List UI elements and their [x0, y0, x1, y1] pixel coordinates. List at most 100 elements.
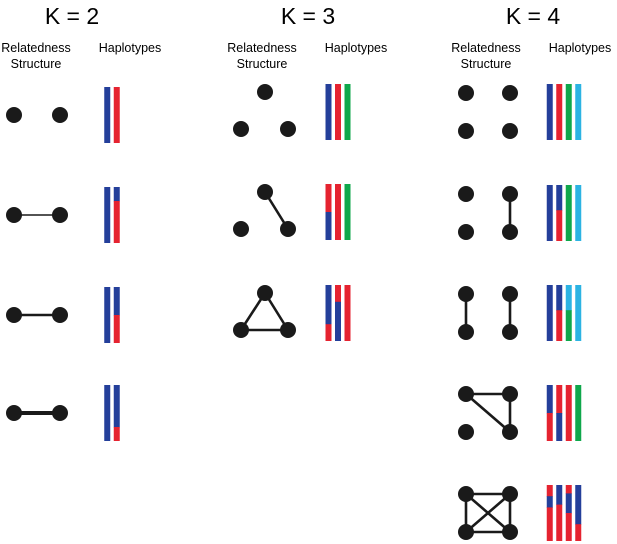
k4-row1-node-4 [502, 123, 518, 139]
panel-title-k4: K = 4 [505, 3, 561, 29]
k4-row4-haplotype-1-segment-2 [546, 413, 553, 441]
k3-row2-haplotype-3-segment-1 [344, 184, 351, 240]
k4-row5-haplotype-4-segment-2 [575, 524, 582, 541]
k4-row5-node-1 [458, 486, 474, 502]
k4-row4-node-4 [502, 424, 518, 440]
k4-row5-haplotype-1-segment-1 [546, 485, 553, 497]
k4-row4-node-2 [502, 386, 518, 402]
k3-row3-node-2 [233, 322, 249, 338]
k3-row1-node-2 [233, 121, 249, 137]
k4-row2-node-2 [502, 186, 518, 202]
k2-row4-haplotype-2-segment-2 [113, 427, 120, 441]
k4-row4-haplotype-1-segment-1 [546, 385, 553, 414]
k2-row3-haplotype-2-segment-2 [113, 315, 120, 343]
k2-row4-haplotype-1-segment-1 [104, 385, 111, 441]
k4-row5-haplotype-3-segment-2 [565, 493, 572, 514]
k4-row4-haplotype-2-segment-2 [556, 413, 563, 441]
structure-label-k2: Relatedness Structure [1, 41, 71, 71]
k4-row2-node-3 [458, 224, 474, 240]
k4-row3-node-4 [502, 324, 518, 340]
k4-row5-haplotype-3-segment-3 [565, 513, 572, 541]
k4-row5-edge-6 [464, 492, 512, 534]
k3-row3-haplotype-2-segment-2 [335, 301, 341, 341]
k3-row1-node-1 [257, 84, 273, 100]
k4-row2-node-4 [502, 224, 518, 240]
k4-row3-node-2 [502, 286, 518, 302]
k2-row1-node-2 [52, 107, 68, 123]
structure-label-k4: Relatedness Structure [451, 41, 521, 71]
k4-row4-node-1 [458, 386, 474, 402]
k4-row5-haplotype-3-segment-1 [565, 485, 572, 494]
k3-row3-haplotype-1-segment-2 [325, 324, 332, 341]
k4-row1-haplotype-2-segment-1 [556, 84, 563, 140]
k2-row4-node-2 [52, 405, 68, 421]
k2-row2-haplotype-2-segment-1 [113, 187, 120, 202]
structure-label-k3: Relatedness Structure [227, 41, 297, 71]
k2-row2-haplotype-2-segment-2 [113, 201, 120, 243]
k4-row5-haplotype-2-segment-2 [556, 504, 563, 541]
k4-row2-haplotype-1-segment-1 [546, 185, 553, 241]
k4-row2-haplotype-2-segment-2 [556, 210, 563, 241]
k4-row2-haplotype-4-segment-1 [575, 185, 582, 241]
k4-row3-haplotype-1-segment-1 [546, 285, 553, 341]
k4-row4-haplotype-2-segment-1 [556, 385, 563, 414]
k4-row1-haplotype-3-segment-1 [565, 84, 572, 140]
k3-row1-haplotype-2-segment-1 [335, 84, 341, 140]
k4-row2-node-1 [458, 186, 474, 202]
k4-row5-haplotype-1-segment-3 [546, 507, 553, 541]
k4-row2-haplotype-2-segment-1 [556, 185, 563, 211]
k2-row3-node-2 [52, 307, 68, 323]
k4-row3-haplotype-3-segment-2 [565, 310, 572, 341]
haplotypes-label-k4: Haplotypes [548, 41, 612, 55]
k3-row1-haplotype-1-segment-1 [325, 84, 332, 140]
k4-row2-haplotype-3-segment-1 [565, 185, 572, 241]
k2-row3-haplotype-2-segment-1 [113, 287, 120, 316]
k4-row5-haplotype-4-segment-1 [575, 485, 582, 525]
k2-row1-haplotype-1-segment-1 [104, 87, 111, 143]
k4-row5-haplotype-2-segment-1 [556, 485, 563, 506]
k3-row2-haplotype-2-segment-1 [335, 184, 341, 240]
k3-row2-node-1 [257, 184, 273, 200]
k4-row3-haplotype-2-segment-2 [556, 310, 563, 341]
k2-row2-node-1 [6, 207, 22, 223]
panel-title-k2: K = 2 [44, 3, 100, 29]
k3-row1-haplotype-3-segment-1 [344, 84, 351, 140]
k4-row1-node-3 [458, 123, 474, 139]
k3-row2-haplotype-1-segment-2 [325, 212, 332, 240]
k2-row3-haplotype-1-segment-1 [104, 287, 111, 343]
k4-row5-node-2 [502, 486, 518, 502]
k4-row3-node-1 [458, 286, 474, 302]
k4-row4-node-3 [458, 424, 474, 440]
haplotypes-label-k3: Haplotypes [324, 41, 388, 55]
k2-row2-node-2 [52, 207, 68, 223]
k2-row4-haplotype-2-segment-1 [113, 385, 120, 428]
k4-row4-haplotype-4-segment-1 [575, 385, 582, 441]
k3-row3-node-1 [257, 285, 273, 301]
k3-row3-haplotype-2-segment-1 [335, 285, 341, 303]
k4-row5-node-4 [502, 524, 518, 540]
k2-row2-haplotype-1-segment-1 [104, 187, 111, 243]
k3-row2-haplotype-1-segment-1 [325, 184, 332, 213]
k4-row3-node-3 [458, 324, 474, 340]
k3-row1-node-3 [280, 121, 296, 137]
k3-row3-haplotype-1-segment-1 [325, 285, 332, 325]
k4-row1-node-2 [502, 85, 518, 101]
k2-row1-haplotype-2-segment-1 [113, 87, 120, 143]
k3-row2-node-3 [280, 221, 296, 237]
k2-row3-node-1 [6, 307, 22, 323]
k4-row3-haplotype-2-segment-1 [556, 285, 563, 311]
haplotypes-label-k2: Haplotypes [98, 41, 162, 55]
k3-row2-node-2 [233, 221, 249, 237]
k4-row5-haplotype-1-segment-2 [546, 496, 553, 508]
k3-row3-node-3 [280, 322, 296, 338]
k3-row3-haplotype-3-segment-1 [344, 285, 351, 341]
k4-row1-haplotype-4-segment-1 [575, 84, 582, 140]
panel-title-k3: K = 3 [280, 3, 336, 29]
k4-row3-haplotype-4-segment-1 [575, 285, 582, 341]
k4-row4-edge-1 [464, 392, 512, 434]
k4-row3-haplotype-3-segment-1 [565, 285, 572, 311]
k4-row1-node-1 [458, 85, 474, 101]
k2-row4-node-1 [6, 405, 22, 421]
